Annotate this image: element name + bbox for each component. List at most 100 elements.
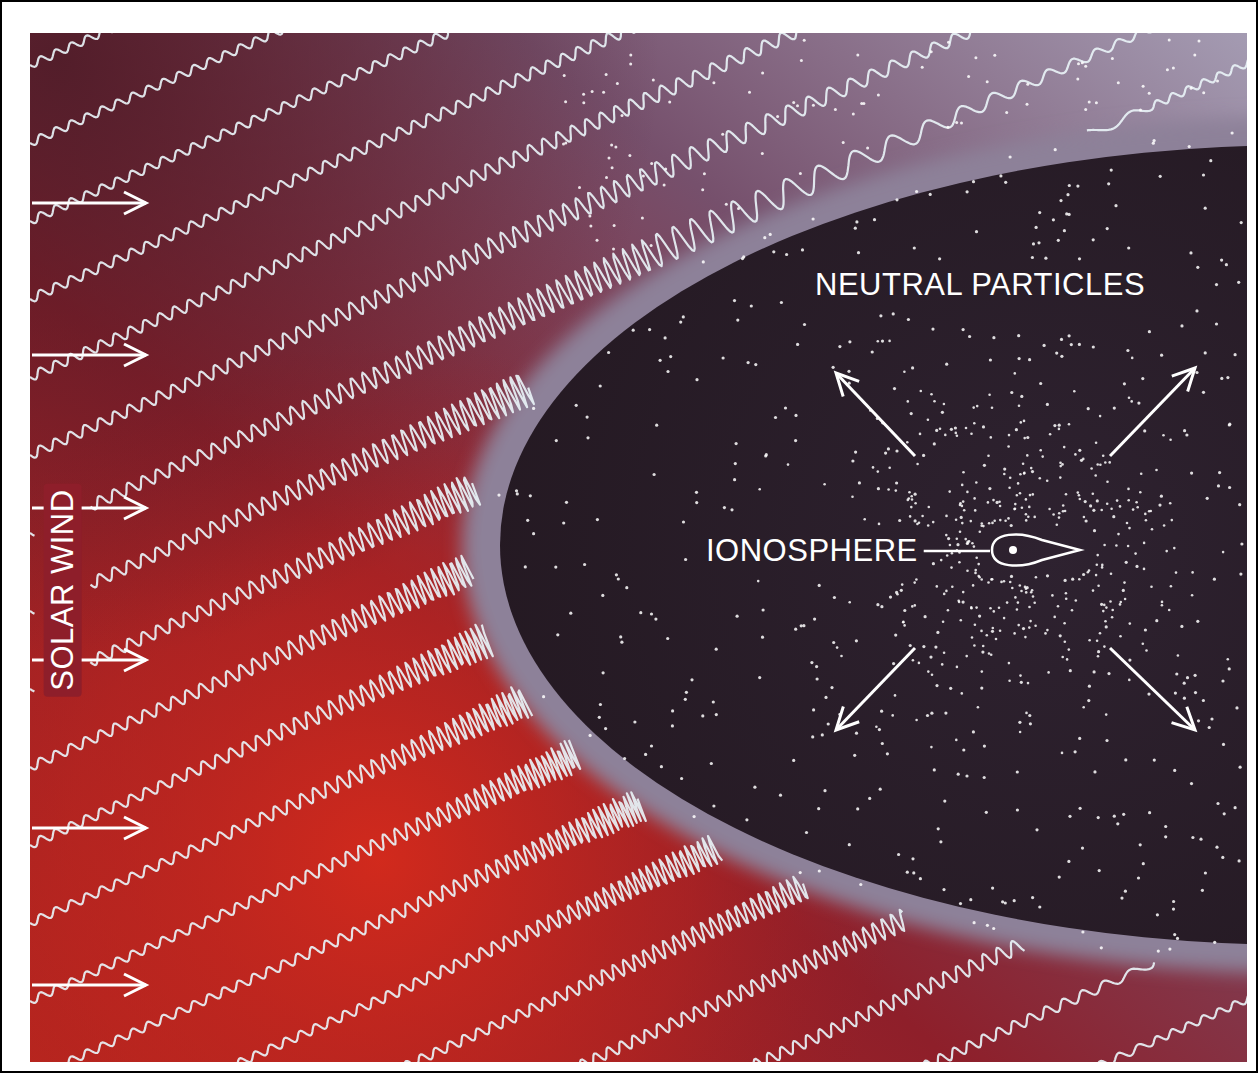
particle-dot xyxy=(1079,807,1082,810)
particle-dot xyxy=(886,752,889,755)
particle-dot xyxy=(895,489,898,492)
particle-dot xyxy=(1058,424,1061,427)
particle-dot xyxy=(985,811,988,814)
particle-dot xyxy=(1009,477,1012,480)
particle-dot xyxy=(860,102,863,105)
particle-dot xyxy=(916,463,919,466)
particle-dot xyxy=(1097,584,1100,587)
particle-dot xyxy=(1068,334,1071,337)
particle-dot xyxy=(526,519,529,522)
particle-dot xyxy=(975,557,978,560)
particle-dot xyxy=(944,712,947,715)
particle-dot xyxy=(1084,65,1087,68)
particle-dot xyxy=(588,214,591,217)
particle-dot xyxy=(1142,643,1145,646)
particle-dot xyxy=(1014,507,1017,510)
particle-dot xyxy=(1033,516,1036,519)
particle-dot xyxy=(949,687,952,690)
wave-line xyxy=(566,910,904,1062)
particle-dot xyxy=(633,720,636,723)
particle-dot xyxy=(1161,604,1164,607)
particle-dot xyxy=(1026,454,1029,457)
particle-dot xyxy=(910,506,913,509)
particle-dot xyxy=(1081,930,1084,933)
particle-dot xyxy=(1124,890,1127,893)
particle-dot xyxy=(1160,495,1163,498)
particle-dot xyxy=(852,113,855,116)
particle-dot xyxy=(990,653,993,656)
particle-dot xyxy=(887,488,890,491)
particle-dot xyxy=(1019,584,1022,587)
particle-dot xyxy=(947,609,950,612)
particle-dot xyxy=(1228,423,1231,426)
particle-dot xyxy=(1088,639,1091,642)
particle-dot xyxy=(887,447,890,450)
particle-dot xyxy=(1126,349,1129,352)
particle-dot xyxy=(1215,283,1218,286)
particle-dot xyxy=(702,260,705,263)
particle-dot xyxy=(848,601,851,604)
particle-dot xyxy=(948,490,951,493)
wave-line xyxy=(1080,994,1247,1062)
particle-dot xyxy=(877,470,880,473)
particle-dot xyxy=(1092,238,1095,241)
particle-dot xyxy=(1051,594,1054,597)
particle-dot xyxy=(1058,428,1061,431)
particle-dot xyxy=(1028,606,1031,609)
particle-dot xyxy=(983,776,986,779)
particle-dot xyxy=(965,774,968,777)
particle-dot xyxy=(792,759,795,762)
particle-dot xyxy=(1003,468,1006,471)
particle-dot xyxy=(892,312,895,315)
particle-dot xyxy=(747,361,750,364)
particle-dot xyxy=(1237,281,1240,284)
particle-dot xyxy=(962,601,965,604)
solar-wind-arrow xyxy=(32,827,146,830)
particle-dot xyxy=(1024,636,1027,639)
particle-dot xyxy=(863,518,866,521)
particle-dot xyxy=(583,563,586,566)
particle-dot xyxy=(617,577,620,580)
particle-dot xyxy=(761,152,764,155)
particle-dot xyxy=(1155,619,1158,622)
particle-dot xyxy=(926,714,929,717)
particle-dot xyxy=(1034,624,1037,627)
particle-dot xyxy=(660,765,663,768)
particle-dot xyxy=(663,183,666,186)
particle-dot xyxy=(1023,437,1026,440)
particle-dot xyxy=(912,659,915,662)
particle-dot xyxy=(1119,603,1122,606)
particle-dot xyxy=(1122,813,1125,816)
particle-dot xyxy=(1014,372,1017,375)
particle-dot xyxy=(1124,758,1127,761)
particle-dot xyxy=(1028,626,1031,629)
particle-dot xyxy=(613,224,616,227)
particle-dot xyxy=(532,532,535,535)
particle-dot xyxy=(830,686,833,689)
particle-dot xyxy=(978,615,981,618)
particle-dot xyxy=(666,637,669,640)
particle-dot xyxy=(1035,226,1038,229)
particle-dot xyxy=(1013,632,1016,635)
particle-dot xyxy=(964,538,967,541)
particle-dot xyxy=(1145,649,1148,652)
particle-dot xyxy=(1025,591,1028,594)
particle-dot xyxy=(1120,601,1123,604)
particle-dot xyxy=(976,405,979,408)
particle-dot xyxy=(1074,453,1077,456)
particle-dot xyxy=(858,481,861,484)
particle-dot xyxy=(1139,491,1142,494)
particle-dot xyxy=(818,584,821,587)
wave-line xyxy=(30,556,474,770)
particle-dot xyxy=(1164,835,1167,838)
particle-dot xyxy=(968,335,971,338)
wave-line xyxy=(30,33,299,145)
particle-dot xyxy=(1172,908,1175,911)
particle-dot xyxy=(1059,465,1062,468)
particle-dot xyxy=(986,634,989,637)
particle-dot xyxy=(900,589,903,592)
particle-dot xyxy=(1053,616,1056,619)
particle-dot xyxy=(993,610,996,613)
arrows xyxy=(32,192,1195,996)
particle-dot xyxy=(989,607,992,610)
